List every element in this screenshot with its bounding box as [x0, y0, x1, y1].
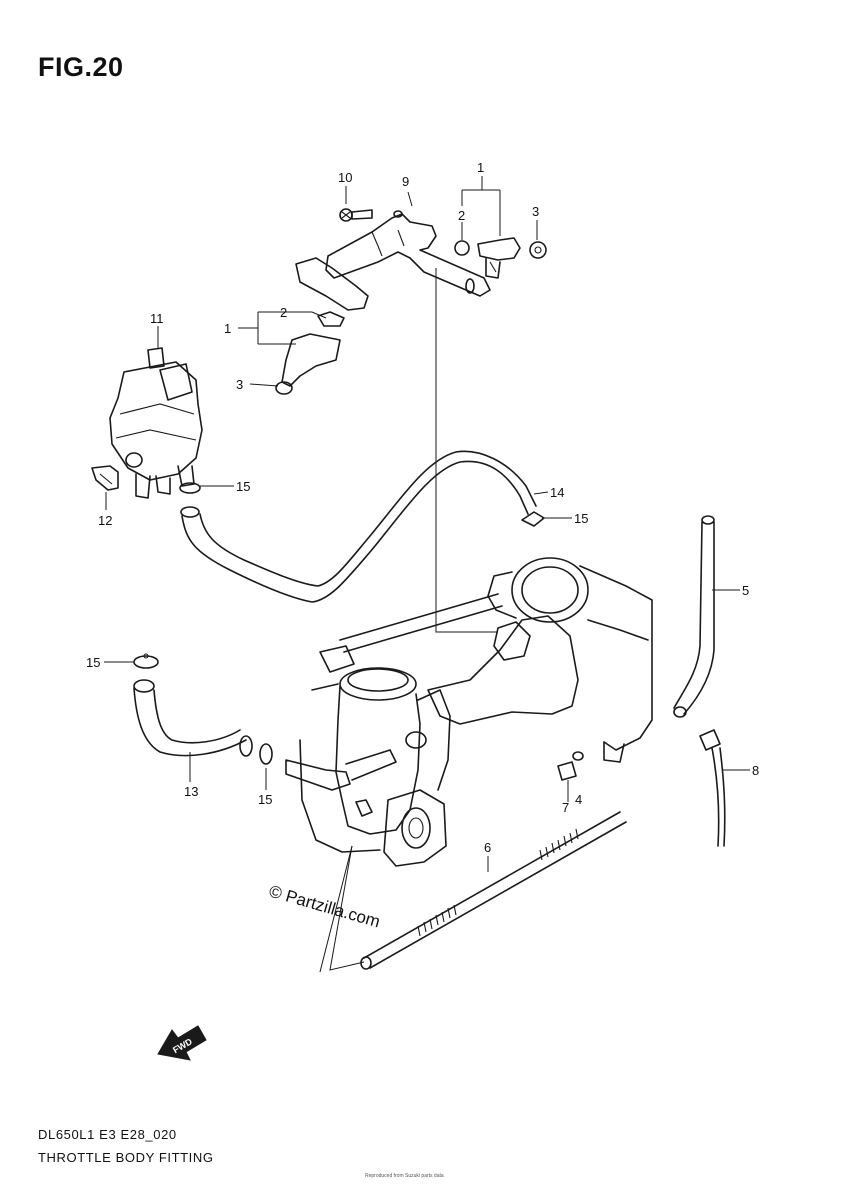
- callout-13: 13: [184, 784, 198, 799]
- watermark-text: © Partzilla.com: [267, 882, 382, 932]
- callout-2-lower: 2: [280, 305, 287, 320]
- forward-direction-arrow: FWD: [157, 1025, 207, 1061]
- callout-2-upper: 2: [458, 208, 465, 223]
- callout-11: 11: [150, 311, 164, 326]
- callout-1-lower: 1: [224, 321, 231, 336]
- vacuum-hose-13[interactable]: [133, 679, 253, 757]
- screw-12[interactable]: [91, 465, 119, 491]
- callout-4: 4: [575, 792, 582, 807]
- callout-5: 5: [742, 583, 749, 598]
- sensor-lead-8[interactable]: [699, 729, 726, 847]
- callout-1-upper: 1: [477, 160, 484, 175]
- hose-clamp-15-left[interactable]: [133, 653, 159, 669]
- callout-14: 14: [550, 485, 564, 500]
- cap-7[interactable]: [557, 761, 577, 781]
- clamp-4[interactable]: [572, 751, 584, 761]
- footer-note: Reproduced from Suzuki parts data: [365, 1173, 444, 1179]
- fuel-injector-front[interactable]: [275, 257, 369, 395]
- throttle-body-assembly[interactable]: [285, 557, 653, 867]
- hose-clamp-15-lower[interactable]: [259, 743, 273, 765]
- callout-6: 6: [484, 840, 491, 855]
- callout-10: 10: [338, 170, 352, 185]
- callout-numbers: 1 2 3 9 10 11 1 2 3 12 15 14 15 5 15 13 …: [86, 160, 759, 855]
- figure-title: FIG.20: [38, 52, 124, 82]
- callout-3-lower: 3: [236, 377, 243, 392]
- callout-15-upper: 15: [236, 479, 250, 494]
- figure-code: DL650L1 E3 E28_020: [38, 1127, 177, 1142]
- callout-15-left: 15: [86, 655, 100, 670]
- callout-7: 7: [562, 800, 569, 815]
- throttle-rod-6[interactable]: [360, 811, 627, 970]
- callout-15-right: 15: [574, 511, 588, 526]
- idle-speed-control-valve[interactable]: [109, 347, 203, 499]
- figure-name: THROTTLE BODY FITTING: [38, 1150, 214, 1165]
- callout-3-upper: 3: [532, 204, 539, 219]
- partzilla-watermark: © Partzilla.com: [267, 882, 382, 932]
- fuel-delivery-pipe[interactable]: [325, 210, 491, 297]
- hose-clamp-15-right[interactable]: [521, 511, 545, 527]
- vacuum-hose-14[interactable]: [180, 450, 537, 603]
- hose-clamp-15-upper[interactable]: [179, 482, 201, 494]
- callout-8: 8: [752, 763, 759, 778]
- drain-hose-5[interactable]: [673, 515, 715, 718]
- callout-12: 12: [98, 513, 112, 528]
- callout-leaders: [104, 176, 750, 973]
- callout-15-lower: 15: [258, 792, 272, 807]
- callout-9: 9: [402, 174, 409, 189]
- fuel-injector-rear[interactable]: [454, 237, 547, 279]
- bolt-10[interactable]: [339, 208, 373, 222]
